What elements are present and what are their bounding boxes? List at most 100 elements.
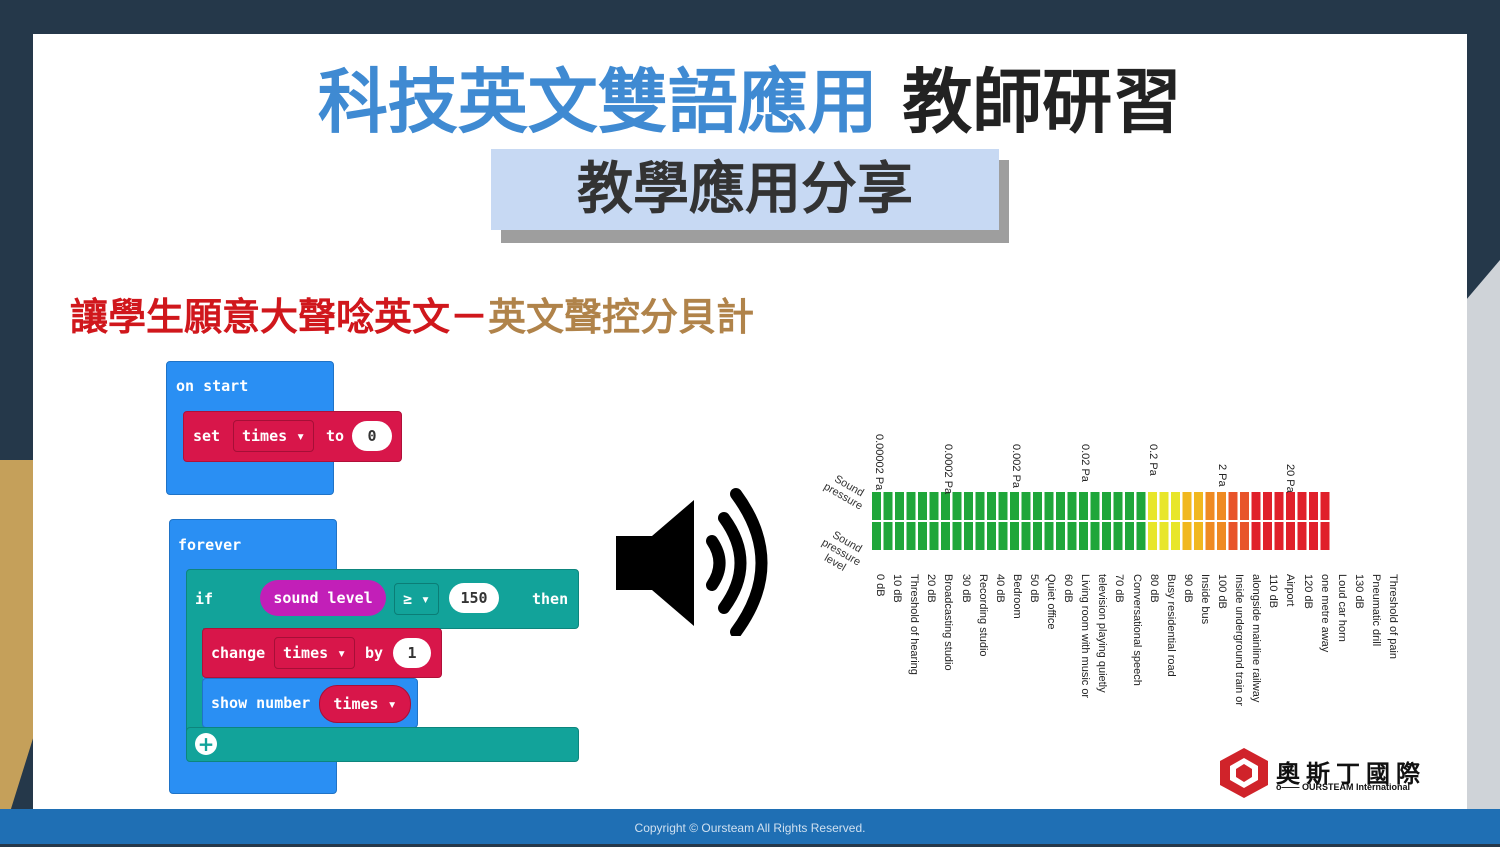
decibel-label: 0 dB [874,574,886,597]
pressure-bar [1090,492,1100,520]
slide-title: 科技英文雙語應用 教師研習 [0,46,1500,147]
pressure-bar [1320,492,1330,520]
by-label: by [365,644,384,662]
decibel-label: 10 dB [891,574,904,603]
level-bar [906,522,916,550]
pressure-bar [918,492,927,520]
level-bar [975,522,985,550]
pressure-bar [1240,492,1249,520]
level-bar [1171,522,1180,550]
decibel-label: Busy residential road [1164,574,1177,677]
level-bar [964,522,973,550]
level-bar [1240,522,1249,550]
level-bar [952,522,962,550]
level-bar [929,522,939,550]
decibel-label: 20 dB [925,574,938,603]
decibel-label: 70 dB [1113,574,1126,603]
pressure-bar [1182,492,1192,520]
decibel-label: Threshold of pain [1387,574,1399,659]
decibel-label: 30 dB [959,574,972,603]
decibel-label: Pneumatic drill [1369,574,1382,647]
pressure-bar [1148,492,1157,520]
pressure-bar [964,492,973,520]
logo-subtitle: o—— OURSTEAM International [1276,782,1411,792]
pressure-bar [883,492,893,520]
level-bar [1309,522,1318,550]
pressure-tick-label: 0.0002 Pa [941,444,954,495]
section-heading: 讓學生願意大聲唸英文－英文聲控分貝計 [70,286,754,341]
level-bar [1263,522,1272,550]
decibel-label: 90 dB [1181,574,1194,603]
pressure-tick-label: 0.002 Pa [1010,444,1022,489]
subtitle-box: 教學應用分享 [491,149,999,230]
pressure-tick-label: 2 Pa [1215,464,1228,487]
change-block[interactable]: change times ▾ by 1 [202,628,442,678]
decibel-label: 80 dB [1147,574,1160,603]
heading-red-part: 讓學生願意大聲唸英文－ [70,294,489,339]
add-branch-icon[interactable]: + [195,733,217,755]
level-bar [1113,522,1123,550]
title-blue-part: 科技英文雙語應用 [317,61,878,143]
sound-level-block[interactable]: sound level [260,580,386,616]
set-value-input[interactable]: 0 [352,421,392,451]
pressure-tick-label: 0.00002 Pa [873,434,885,491]
operator-dropdown[interactable]: ≥ ▾ [394,583,440,615]
level-bar [872,522,881,550]
pressure-bar [1263,492,1272,520]
by-value-input[interactable]: 1 [393,638,431,668]
pressure-bar [1067,492,1077,520]
pressure-bar [1102,492,1111,520]
level-bar [1286,522,1295,550]
pressure-bar [1297,492,1307,520]
title-dark-part: 教師研習 [902,61,1183,143]
speaker-icon [616,488,768,636]
pressure-bar [987,492,996,520]
pressure-bar [895,492,904,520]
decibel-label: Living room with music or [1079,574,1092,699]
set-block[interactable]: set times ▾ to 0 [183,411,402,462]
pressure-bar [872,492,881,520]
level-bar [1125,522,1134,550]
level-bar [1067,522,1077,550]
level-bar [1102,522,1111,550]
level-bar [1056,522,1065,550]
pressure-bar [1033,492,1042,520]
pressure-bar [1309,492,1318,520]
level-bar [1010,522,1019,550]
decibel-label: Bedroom [1010,574,1023,619]
pressure-tick-label: 20 Pa [1284,464,1296,493]
level-bar [1148,522,1157,550]
level-bar [883,522,893,550]
level-bar [987,522,996,550]
show-var-dropdown[interactable]: times ▾ [319,685,411,723]
show-number-block[interactable]: show number times ▾ [202,678,418,728]
change-var-dropdown[interactable]: times ▾ [274,637,356,669]
decibel-label: Threshold of hearing [908,574,921,675]
decibel-label: 40 dB [993,574,1006,603]
level-bar [918,522,927,550]
decibel-label: Recording studio [976,574,989,657]
pressure-bar [952,492,962,520]
level-bar [1297,522,1307,550]
level-bar [1251,522,1261,550]
decibel-label: one metre away [1318,574,1331,653]
show-number-label: show number [211,694,311,712]
if-block[interactable]: if sound level ≥ ▾ 150 then [186,569,579,629]
decibel-label: 120 dB [1301,574,1314,609]
threshold-input[interactable]: 150 [449,583,499,613]
pressure-bar [1113,492,1123,520]
level-bar [1079,522,1088,550]
then-label: then [532,590,569,608]
decibel-label: Conversational speech [1130,574,1143,686]
var-dropdown-times[interactable]: times ▾ [233,420,315,452]
level-bar [1320,522,1330,550]
to-label: to [326,427,345,445]
footer: Copyright © Oursteam All Rights Reserved… [0,809,1500,844]
level-bar [1205,522,1215,550]
decibel-label: Airport [1284,574,1297,607]
decibel-label: 50 dB [1027,574,1040,603]
level-bar [1044,522,1054,550]
decibel-label: Broadcasting studio [942,574,955,671]
if-block-spine [186,625,203,735]
pressure-bar [941,492,950,520]
